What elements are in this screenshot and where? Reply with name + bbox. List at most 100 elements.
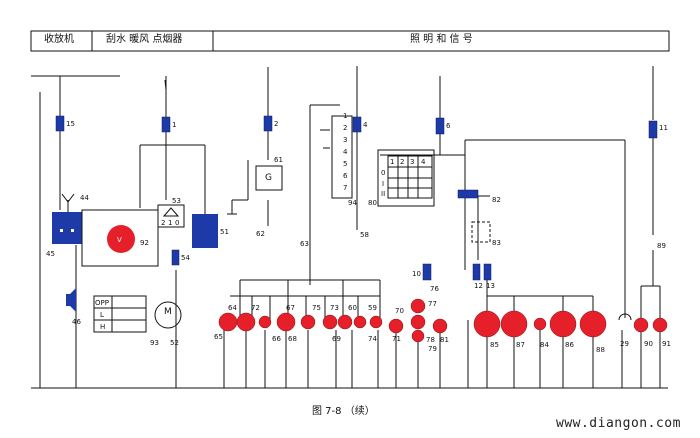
lamp-81: [432, 318, 448, 334]
wiper-pos-h: H: [100, 323, 105, 331]
label-lamp-77: 77: [428, 300, 437, 308]
light-switch-col-3: 3: [410, 158, 414, 166]
label-lamp-74: 74: [368, 335, 377, 343]
label-lamp-69: 69: [332, 335, 341, 343]
lamp-69: [322, 314, 338, 330]
relay-83: [471, 221, 491, 243]
antenna-icon: [61, 193, 75, 212]
label-83: 83: [492, 239, 501, 247]
switch-contact-7: 7: [343, 184, 347, 192]
label-lamp-64: 64: [228, 304, 237, 312]
label-76: 76: [430, 285, 439, 293]
lamp-85: [473, 310, 501, 338]
label-fuse-1: 1: [172, 121, 176, 129]
lamp-66: [258, 315, 272, 329]
fuse-10: [422, 263, 432, 281]
figure-caption: 图 7-8 （续）: [312, 406, 375, 417]
label-lamp-66: 66: [272, 335, 281, 343]
label-lamp-86: 86: [565, 341, 574, 349]
relay-53-term-2: 2: [161, 219, 165, 227]
lamp-68: [300, 314, 316, 330]
label-lamp-73: 73: [330, 304, 339, 312]
lamp-74: [353, 315, 367, 329]
relay-53-term-0: 0: [175, 219, 179, 227]
wiper-switch-table: [93, 295, 147, 333]
label-92: 92: [140, 239, 149, 247]
label-82: 82: [492, 196, 501, 204]
label-lamp-91: 91: [662, 340, 671, 348]
label-lamp-75: 75: [312, 304, 321, 312]
label-61: 61: [274, 156, 283, 164]
switch-contact-2: 2: [343, 124, 347, 132]
label-80: 80: [368, 199, 377, 207]
fuse-2: [263, 115, 273, 132]
label-lamp-68: 68: [288, 335, 297, 343]
lamp-87: [500, 310, 528, 338]
label-lamp-78: 78: [426, 336, 435, 344]
lamp-90: [633, 317, 649, 333]
label-lamp-90: 90: [644, 340, 653, 348]
switch-contact-6: 6: [343, 172, 348, 180]
label-lamp-59: 59: [368, 304, 377, 312]
label-lamp-71: 71: [392, 335, 401, 343]
switch-contact-5: 5: [343, 160, 347, 168]
fuse-13: [483, 263, 492, 281]
label-lamp-81: 81: [440, 336, 449, 344]
switch-contact-4: 4: [343, 148, 348, 156]
generator-61: [255, 165, 283, 191]
fuse-54: [171, 249, 180, 266]
light-switch-row-2: II: [381, 190, 385, 198]
lamp-79: [411, 329, 425, 343]
lamp-67: [276, 312, 296, 332]
speaker-46-icon: [70, 288, 76, 312]
label-44: 44: [80, 194, 89, 202]
label-63: 63: [300, 240, 309, 248]
label-89: 89: [657, 242, 666, 250]
label-fuse-13: 13: [486, 282, 495, 290]
svg-text:V: V: [117, 236, 122, 244]
header-radio: 收放机: [44, 34, 74, 45]
label-lamp-87: 87: [516, 341, 525, 349]
label-54: 54: [181, 254, 190, 262]
radio-45: [52, 212, 82, 244]
watermark: www.diangon.com: [556, 416, 681, 431]
wiper-motor-box: [81, 209, 159, 267]
relay-53: [157, 204, 185, 228]
label-94: 94: [348, 199, 357, 207]
heater-51: [192, 214, 218, 248]
label-fuse-11: 11: [659, 124, 668, 132]
label-45: 45: [46, 250, 55, 258]
switch-contact-1: 1: [343, 112, 347, 120]
lamp-60: [337, 314, 353, 330]
lamp-77: [410, 298, 426, 314]
fuse-1: [161, 116, 171, 133]
label-lamp-60: 60: [348, 304, 357, 312]
lamp-64: [236, 312, 256, 332]
label-fuse-12: 12: [474, 282, 483, 290]
label-fuse-6: 6: [446, 122, 451, 130]
lamp-84: [533, 317, 547, 331]
relay-82: [457, 189, 479, 199]
lamp-88: [579, 310, 607, 338]
motor-symbol: M: [164, 307, 172, 317]
label-93: 93: [150, 339, 159, 347]
lamp-91: [652, 317, 668, 333]
switch-94: [331, 115, 353, 199]
switch-contact-3: 3: [343, 136, 347, 144]
lamp-86: [549, 310, 577, 338]
label-lamp-65: 65: [214, 333, 223, 341]
label-62: 62: [256, 230, 265, 238]
wiper-pos-l: L: [100, 311, 104, 319]
label-fuse-10: 10: [412, 270, 421, 278]
motor-93: [154, 301, 182, 329]
fuse-4: [352, 116, 362, 133]
lamp-71: [388, 318, 404, 334]
light-switch-col-2: 2: [400, 158, 404, 166]
generator-symbol: G: [265, 173, 272, 183]
light-switch-row-0: 0: [381, 169, 385, 177]
fuse-11: [648, 120, 658, 139]
label-lamp-85: 85: [490, 341, 499, 349]
label-lamp-72: 72: [251, 304, 260, 312]
label-lamp-70: 70: [395, 307, 404, 315]
